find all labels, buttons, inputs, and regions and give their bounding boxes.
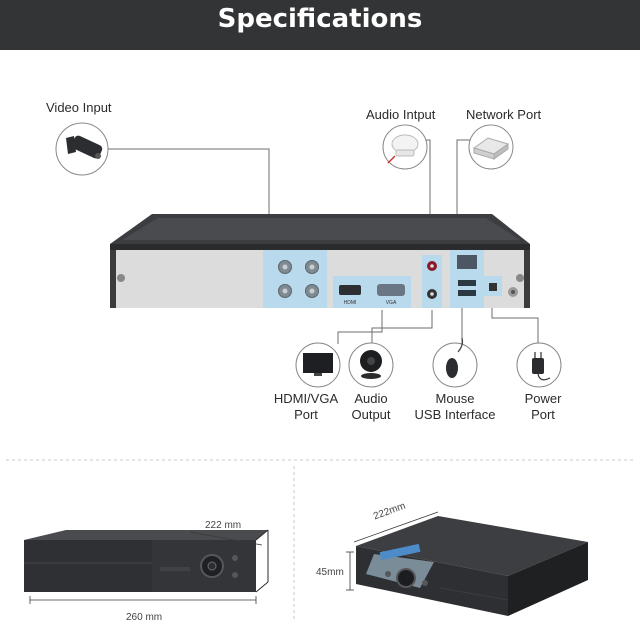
video-input-connectors: [263, 250, 327, 308]
audio-output-label-line1: Audio: [343, 391, 399, 407]
microphone-icon: [383, 125, 427, 169]
hdmi-mark: HDMI: [344, 300, 357, 306]
mouse-icon: [433, 338, 477, 387]
audio-output-label-line2: Output: [343, 407, 399, 423]
mouse-usb-label: Mouse USB Interface: [409, 391, 501, 423]
video-input-label: Video Input: [46, 100, 112, 116]
audio-input-label: Audio Intput: [366, 107, 435, 123]
audio-output-label: Audio Output: [343, 391, 399, 423]
hdmi-vga-connectors: HDMI VGA: [333, 276, 411, 308]
angled-height-label: 45mm: [316, 567, 344, 578]
speaker-icon: [349, 343, 393, 387]
power-port-label: Power Port: [514, 391, 572, 423]
dvr-angled-view: [356, 516, 588, 616]
mouse-label-line2: USB Interface: [409, 407, 501, 423]
monitor-icon: [296, 343, 340, 387]
front-width-label: 260 mm: [126, 612, 162, 623]
camera-icon: [56, 123, 108, 175]
power-label-line2: Port: [514, 407, 572, 423]
audio-connectors: [422, 255, 442, 308]
network-port-label: Network Port: [466, 107, 541, 123]
lan-usb-connectors: [450, 250, 484, 308]
hdmi-vga-label-line2: Port: [268, 407, 344, 423]
front-depth-label: 222 mm: [205, 520, 241, 531]
vga-mark: VGA: [386, 300, 397, 306]
network-switch-icon: [469, 125, 513, 169]
power-adapter-icon: [517, 343, 561, 387]
power-label-line1: Power: [514, 391, 572, 407]
hdmi-vga-port-label: HDMI/VGA Port: [268, 391, 344, 423]
hdmi-vga-label-line1: HDMI/VGA: [268, 391, 344, 407]
mouse-label-line1: Mouse: [409, 391, 501, 407]
